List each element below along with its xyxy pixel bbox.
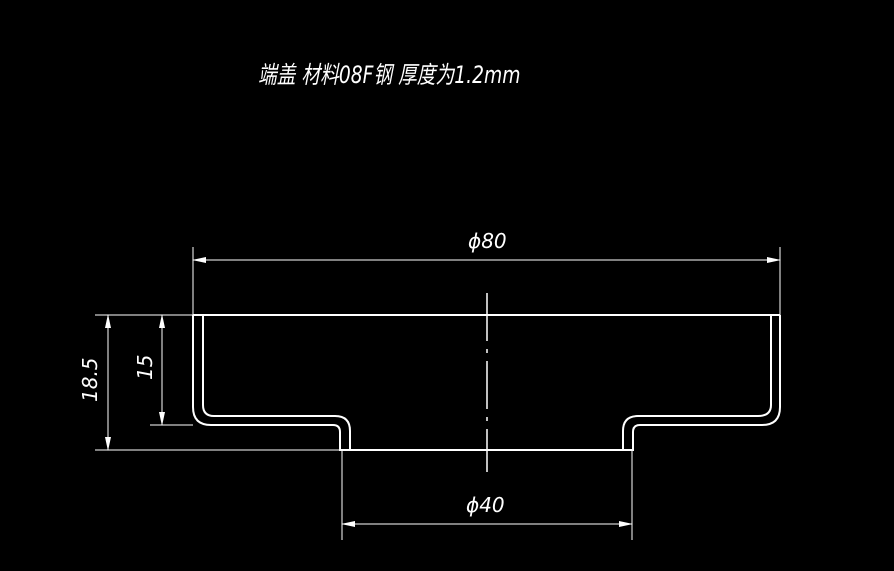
dimension-inner-diameter [341, 450, 633, 540]
inner-diameter-label: ϕ40 [466, 493, 505, 517]
dimension-outer-diameter [192, 247, 781, 315]
total-height-label: 18.5 [78, 357, 102, 402]
dimension-total-height [95, 314, 340, 451]
dimension-cup-height [150, 314, 193, 426]
cup-height-label: 15 [133, 355, 157, 380]
drawing-title: 端盖 材料08F钢 厚度为1.2mm [258, 61, 521, 89]
outer-diameter-label: ϕ80 [468, 229, 507, 253]
inner-contour [202, 315, 772, 450]
